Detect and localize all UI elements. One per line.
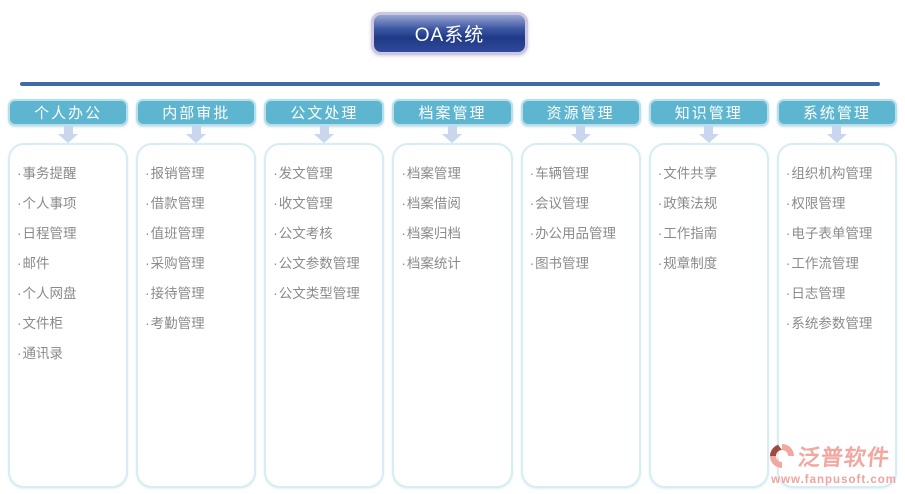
menu-item: 通讯录 bbox=[17, 339, 122, 369]
menu-column: 个人办公事务提醒个人事项日程管理邮件个人网盘文件柜通讯录 bbox=[8, 99, 129, 488]
menu-item: 档案统计 bbox=[401, 249, 506, 279]
menu-column: 内部审批报销管理借款管理值班管理采购管理接待管理考勤管理 bbox=[136, 99, 257, 488]
menu-item: 档案归档 bbox=[401, 219, 506, 249]
menu-item: 考勤管理 bbox=[145, 309, 250, 339]
divider-line bbox=[20, 82, 880, 86]
menu-item: 公文考核 bbox=[273, 219, 378, 249]
menu-item: 收文管理 bbox=[273, 189, 378, 219]
menu-item: 车辆管理 bbox=[530, 159, 635, 189]
menu-item: 系统参数管理 bbox=[786, 309, 891, 339]
down-arrow-icon bbox=[136, 126, 256, 143]
menu-item-list: 发文管理收文管理公文考核公文参数管理公文类型管理 bbox=[273, 159, 378, 309]
menu-item: 个人网盘 bbox=[17, 279, 122, 309]
menu-item: 事务提醒 bbox=[17, 159, 122, 189]
down-arrow-icon bbox=[264, 126, 384, 143]
menu-item: 个人事项 bbox=[17, 189, 122, 219]
menu-item: 电子表单管理 bbox=[786, 219, 891, 249]
menu-item: 公文参数管理 bbox=[273, 249, 378, 279]
column-panel: 档案管理档案借阅档案归档档案统计 bbox=[392, 143, 513, 488]
menu-item: 借款管理 bbox=[145, 189, 250, 219]
menu-item: 文件共享 bbox=[658, 159, 763, 189]
menu-item: 日志管理 bbox=[786, 279, 891, 309]
menu-item-list: 文件共享政策法规工作指南规章制度 bbox=[658, 159, 763, 279]
menu-item: 权限管理 bbox=[786, 189, 891, 219]
diagram-title-label: OA系统 bbox=[414, 25, 485, 46]
menu-item: 档案管理 bbox=[401, 159, 506, 189]
menu-item: 档案借阅 bbox=[401, 189, 506, 219]
column-header: 资源管理 bbox=[520, 99, 641, 126]
menu-column: 资源管理车辆管理会议管理办公用品管理图书管理 bbox=[520, 99, 641, 488]
column-panel: 车辆管理会议管理办公用品管理图书管理 bbox=[520, 143, 641, 488]
menu-item-list: 报销管理借款管理值班管理采购管理接待管理考勤管理 bbox=[145, 159, 250, 339]
column-header: 知识管理 bbox=[648, 99, 769, 126]
column-panel: 组织机构管理权限管理电子表单管理工作流管理日志管理系统参数管理 bbox=[776, 143, 897, 488]
column-panel: 文件共享政策法规工作指南规章制度 bbox=[648, 143, 769, 488]
menu-item: 办公用品管理 bbox=[530, 219, 635, 249]
column-header: 公文处理 bbox=[264, 99, 385, 126]
menu-item: 文件柜 bbox=[17, 309, 122, 339]
column-header: 个人办公 bbox=[8, 99, 129, 126]
menu-item: 日程管理 bbox=[17, 219, 122, 249]
down-arrow-icon bbox=[521, 126, 641, 143]
menu-item: 接待管理 bbox=[145, 279, 250, 309]
down-arrow-icon bbox=[8, 126, 128, 143]
menu-item-list: 档案管理档案借阅档案归档档案统计 bbox=[401, 159, 506, 279]
menu-item: 发文管理 bbox=[273, 159, 378, 189]
menu-item: 邮件 bbox=[17, 249, 122, 279]
menu-item: 工作指南 bbox=[658, 219, 763, 249]
menu-item-list: 车辆管理会议管理办公用品管理图书管理 bbox=[530, 159, 635, 279]
column-panel: 事务提醒个人事项日程管理邮件个人网盘文件柜通讯录 bbox=[8, 143, 129, 488]
menu-column: 系统管理组织机构管理权限管理电子表单管理工作流管理日志管理系统参数管理 bbox=[776, 99, 897, 488]
menu-item: 会议管理 bbox=[530, 189, 635, 219]
menu-item-list: 事务提醒个人事项日程管理邮件个人网盘文件柜通讯录 bbox=[17, 159, 122, 369]
column-header: 档案管理 bbox=[392, 99, 513, 126]
column-header: 内部审批 bbox=[136, 99, 257, 126]
menu-item: 报销管理 bbox=[145, 159, 250, 189]
down-arrow-icon bbox=[649, 126, 769, 143]
menu-item: 公文类型管理 bbox=[273, 279, 378, 309]
menu-item-list: 组织机构管理权限管理电子表单管理工作流管理日志管理系统参数管理 bbox=[786, 159, 891, 339]
diagram-title: OA系统 bbox=[371, 12, 528, 55]
down-arrow-icon bbox=[392, 126, 512, 143]
menu-item: 政策法规 bbox=[658, 189, 763, 219]
menu-column: 档案管理档案管理档案借阅档案归档档案统计 bbox=[392, 99, 513, 488]
menu-column: 知识管理文件共享政策法规工作指南规章制度 bbox=[648, 99, 769, 488]
menu-item: 图书管理 bbox=[530, 249, 635, 279]
menu-column: 公文处理发文管理收文管理公文考核公文参数管理公文类型管理 bbox=[264, 99, 385, 488]
column-panel: 发文管理收文管理公文考核公文参数管理公文类型管理 bbox=[264, 143, 385, 488]
menu-item: 采购管理 bbox=[145, 249, 250, 279]
column-header: 系统管理 bbox=[776, 99, 897, 126]
column-panel: 报销管理借款管理值班管理采购管理接待管理考勤管理 bbox=[136, 143, 257, 488]
menu-item: 值班管理 bbox=[145, 219, 250, 249]
module-columns: 个人办公事务提醒个人事项日程管理邮件个人网盘文件柜通讯录内部审批报销管理借款管理… bbox=[8, 99, 897, 488]
menu-item: 规章制度 bbox=[658, 249, 763, 279]
down-arrow-icon bbox=[777, 126, 897, 143]
menu-item: 工作流管理 bbox=[786, 249, 891, 279]
menu-item: 组织机构管理 bbox=[786, 159, 891, 189]
